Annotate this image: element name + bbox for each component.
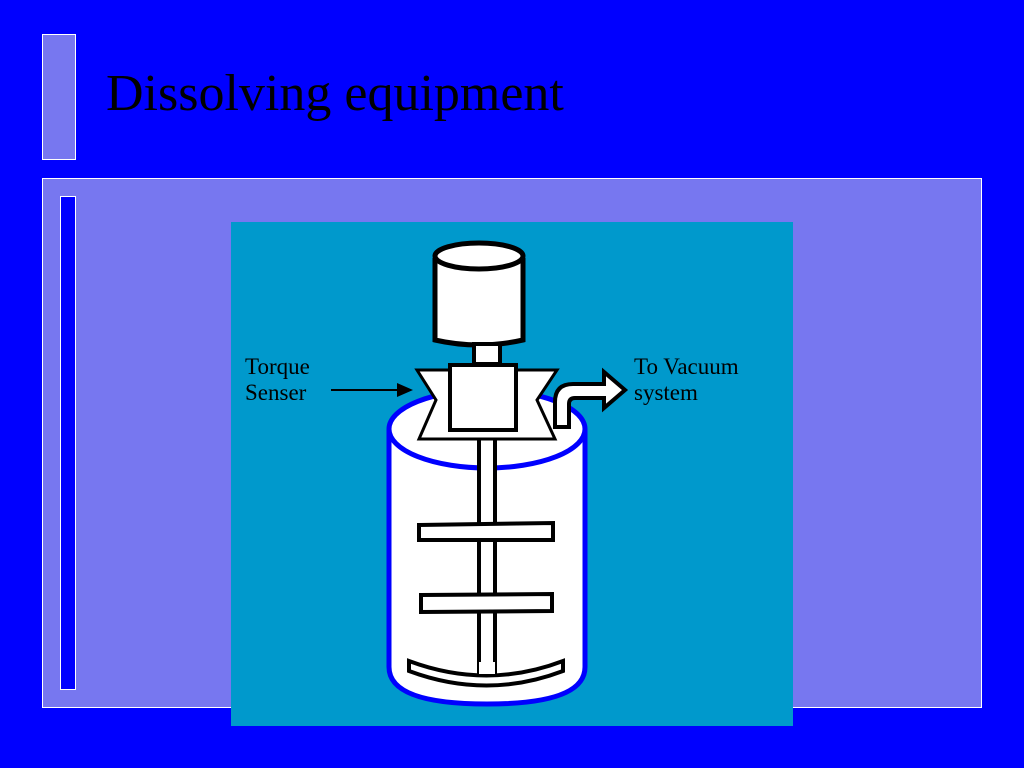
slide-title: Dissolving equipment: [106, 65, 564, 122]
vacuum-label-line1: To Vacuum: [634, 354, 739, 379]
vacuum-pipe: [553, 367, 629, 429]
vacuum-system-label: To Vacuum system: [634, 354, 739, 406]
torque-label-line2: Senser: [245, 379, 307, 405]
torque-sensor-block: [448, 363, 518, 432]
content-accent-bar: [60, 196, 76, 690]
upper-impeller-blade: [417, 520, 555, 542]
diagram-graphic: [331, 240, 629, 707]
vacuum-label-line2: system: [634, 379, 698, 405]
title-accent-bar: [42, 34, 76, 160]
shaft-foot: [479, 662, 495, 674]
motor-top: [432, 240, 526, 272]
bottom-anchor-impeller: [407, 658, 565, 688]
dissolving-equipment-diagram: Torque Senser To Vacuum system: [231, 222, 793, 726]
torque-sensor-label: Torque Senser: [245, 354, 310, 406]
torque-label-line1: Torque: [245, 354, 310, 379]
torque-pointer-arrowhead: [397, 383, 413, 397]
motor-coupling: [472, 342, 502, 366]
middle-impeller-blade: [419, 591, 554, 615]
